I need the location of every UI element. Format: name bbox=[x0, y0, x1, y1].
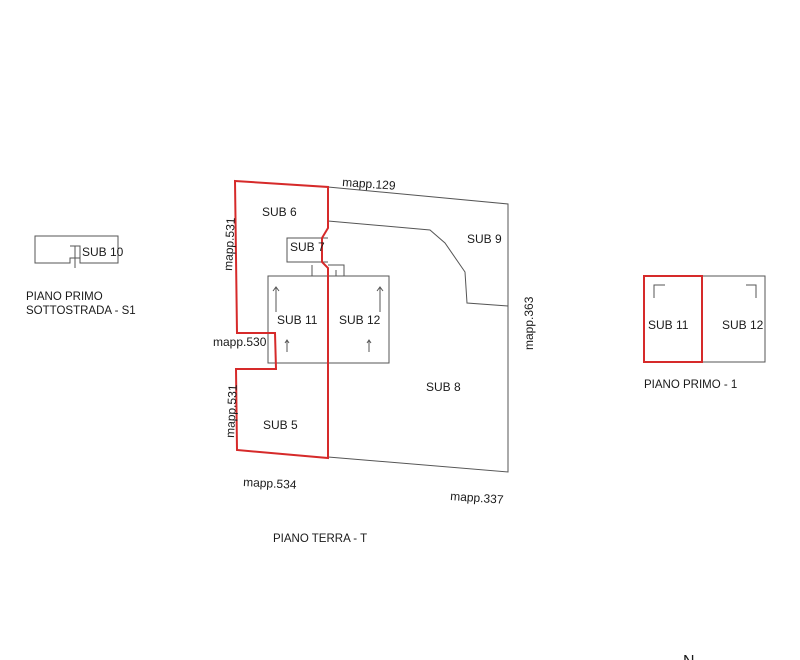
floor-1-sub11-label: SUB 11 bbox=[648, 318, 689, 332]
floor-1-group: SUB 11 SUB 12 PIANO PRIMO - 1 bbox=[643, 275, 766, 391]
floor-1-stair-left bbox=[653, 284, 665, 298]
sub11-label: SUB 11 bbox=[277, 313, 318, 327]
floor-1-sub12-label: SUB 12 bbox=[722, 318, 764, 332]
floor-s1-caption-line2: SOTTOSTRADA - S1 bbox=[26, 305, 136, 317]
compass-north-letter: N bbox=[683, 653, 695, 660]
sub12-stair-arrow-bottom bbox=[366, 339, 372, 352]
parcel-west-upper-label: mapp.531 bbox=[221, 217, 238, 271]
sub7-label: SUB 7 bbox=[290, 240, 325, 254]
sub8-label: SUB 8 bbox=[426, 380, 461, 394]
sub12-label: SUB 12 bbox=[339, 313, 381, 327]
parcel-south-east-label: mapp.337 bbox=[450, 489, 505, 507]
floor-s1-caption-line1: PIANO PRIMO bbox=[26, 291, 103, 303]
sub11-stair-arrow-bottom bbox=[284, 339, 290, 352]
parcel-west-middle-label: mapp.530 bbox=[213, 335, 267, 349]
sub12-stair-arrow-top bbox=[376, 286, 384, 312]
parcel-north-label: mapp.129 bbox=[342, 175, 397, 193]
sub9-partition bbox=[327, 220, 509, 307]
property-boundary bbox=[327, 186, 509, 473]
parcel-west-lower-label: mapp.531 bbox=[223, 384, 240, 438]
floor-1-stair-right bbox=[746, 284, 757, 298]
floor-t-group: SUB 6 SUB 7 SUB 9 SUB 11 SUB 12 SUB 8 SU… bbox=[213, 175, 536, 545]
floor-1-caption: PIANO PRIMO - 1 bbox=[644, 379, 737, 391]
sub7-box bbox=[286, 237, 328, 263]
sub5-label: SUB 5 bbox=[263, 418, 298, 432]
floor-s1-group: SUB 10 PIANO PRIMO SOTTOSTRADA - S1 bbox=[26, 235, 136, 317]
sub6-label: SUB 6 bbox=[262, 205, 297, 219]
sub9-label: SUB 9 bbox=[467, 232, 502, 246]
sub11-stair-arrow-top bbox=[272, 286, 280, 312]
connector-steps bbox=[311, 264, 345, 276]
highlight-boundary bbox=[233, 179, 329, 460]
sub10-label: SUB 10 bbox=[82, 245, 124, 259]
floor-1-sub11-highlight bbox=[643, 275, 703, 363]
parcel-south-west-label: mapp.534 bbox=[243, 475, 297, 492]
floor-t-caption: PIANO TERRA - T bbox=[273, 533, 367, 545]
parcel-east-label: mapp.363 bbox=[522, 296, 536, 350]
floor-s1-stair bbox=[70, 245, 81, 268]
